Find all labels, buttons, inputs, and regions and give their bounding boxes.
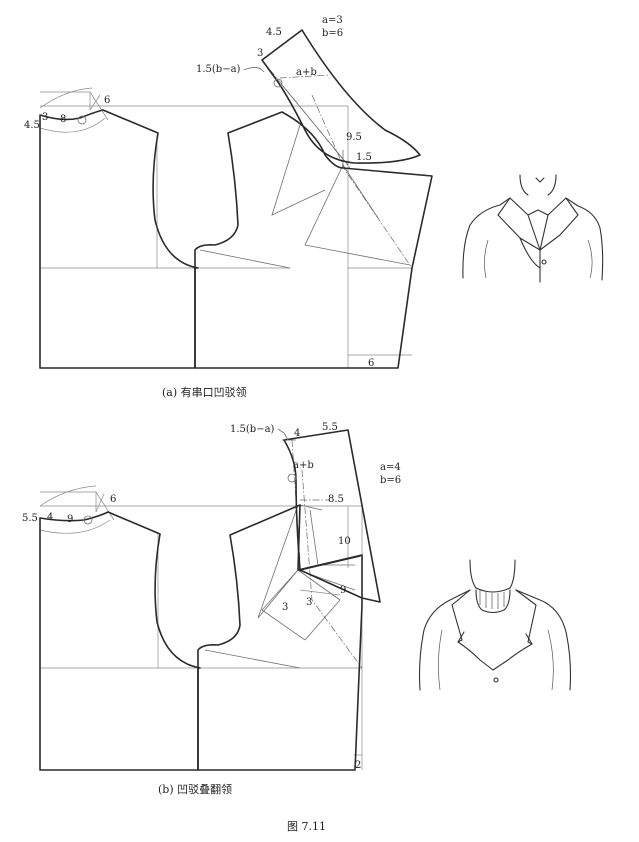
figure-a-front-piece xyxy=(194,111,433,369)
figure-b-label-9-lapel: 9 xyxy=(340,585,346,596)
figure-b-label-8-5: 8.5 xyxy=(328,494,344,505)
figure-a-leader-b-minus-a xyxy=(243,67,265,73)
figure-b-label-2-hem: 2 xyxy=(355,760,361,771)
figure-a-neck-notch-circle xyxy=(77,115,87,125)
figure-a-back-piece xyxy=(39,109,199,369)
figure-b-leader-b-minus-a xyxy=(277,428,289,441)
figure-b-label-9: 9 xyxy=(67,514,73,525)
figure-a-label-9-5: 9.5 xyxy=(346,132,362,143)
figure-b-label-4-collar: 4 xyxy=(294,428,300,439)
figure-a-label-1-5: 1.5 xyxy=(356,152,372,163)
figure-b-label-10: 10 xyxy=(338,536,351,547)
figure-a-construction-lines xyxy=(39,84,412,368)
figure-a-label-b-minus-a: 1.5(b−a) xyxy=(196,64,241,75)
figure-b-label-a-plus-b: a+b xyxy=(293,460,314,471)
figure-b-construction-lines xyxy=(39,439,363,770)
figure-b-label-b-minus-a: 1.5(b−a) xyxy=(230,424,275,435)
figure-b-label-5-5-collar: 5.5 xyxy=(322,422,338,433)
figure-a-label-3: 3 xyxy=(42,112,48,123)
figure-number: 图 7.11 xyxy=(287,820,326,833)
figure-b-formula-b: b=6 xyxy=(380,475,401,486)
figure-a: 4.5 3 8 6 4.5 3 1.5(b−a) a+b a=3 b=6 9.5… xyxy=(24,15,604,399)
figure-a-collar xyxy=(261,29,421,164)
figure-b-label-3-b: 3 xyxy=(306,597,312,608)
figure-a-label-6-shoulder: 6 xyxy=(104,95,110,106)
figure-a-label-6-hem: 6 xyxy=(368,358,374,369)
figure-b-label-4: 4 xyxy=(47,512,53,523)
figure-a-jacket-sketch-image xyxy=(462,174,604,283)
figure-a-roll-lines xyxy=(261,59,413,269)
figure-a-label-4-5-top: 4.5 xyxy=(266,27,282,38)
figure-a-label-a-plus-b: a+b xyxy=(296,67,317,78)
figure-b-front-piece xyxy=(197,504,363,771)
figure-a-formula-b: b=6 xyxy=(322,28,343,39)
figure-b-label-6-shoulder: 6 xyxy=(110,494,116,505)
figure-b-label-3-a: 3 xyxy=(282,602,288,613)
figure-b-lapel-edge xyxy=(299,555,361,571)
figure-b-collar xyxy=(283,429,381,603)
figure-b-label-5-5-left: 5.5 xyxy=(22,513,38,524)
figure-b-roll-lines xyxy=(291,439,363,669)
figure-a-label-3-collar: 3 xyxy=(257,48,263,59)
figure-a-caption: (a) 有串口凹驳领 xyxy=(162,385,247,399)
figure-b-back-piece xyxy=(39,511,201,771)
figure-a-label-4-5-left: 4.5 xyxy=(24,120,40,131)
figure-b-collar-notch-circle xyxy=(287,473,297,483)
figure-a-collar-notch-circle xyxy=(273,78,283,88)
figure-b-jacket-sketch-image xyxy=(418,559,572,691)
figure-a-formula-a: a=3 xyxy=(322,15,343,26)
figure-b-neck-notch-circle xyxy=(83,515,93,525)
figure-b-caption: (b) 凹驳叠翻领 xyxy=(158,782,232,796)
figure-b: 5.5 4 9 6 1.5(b−a) 4 5.5 a+b a=4 b=6 8.5… xyxy=(22,422,572,796)
figure-a-label-8: 8 xyxy=(60,114,66,125)
figure-b-formula-a: a=4 xyxy=(380,462,401,473)
